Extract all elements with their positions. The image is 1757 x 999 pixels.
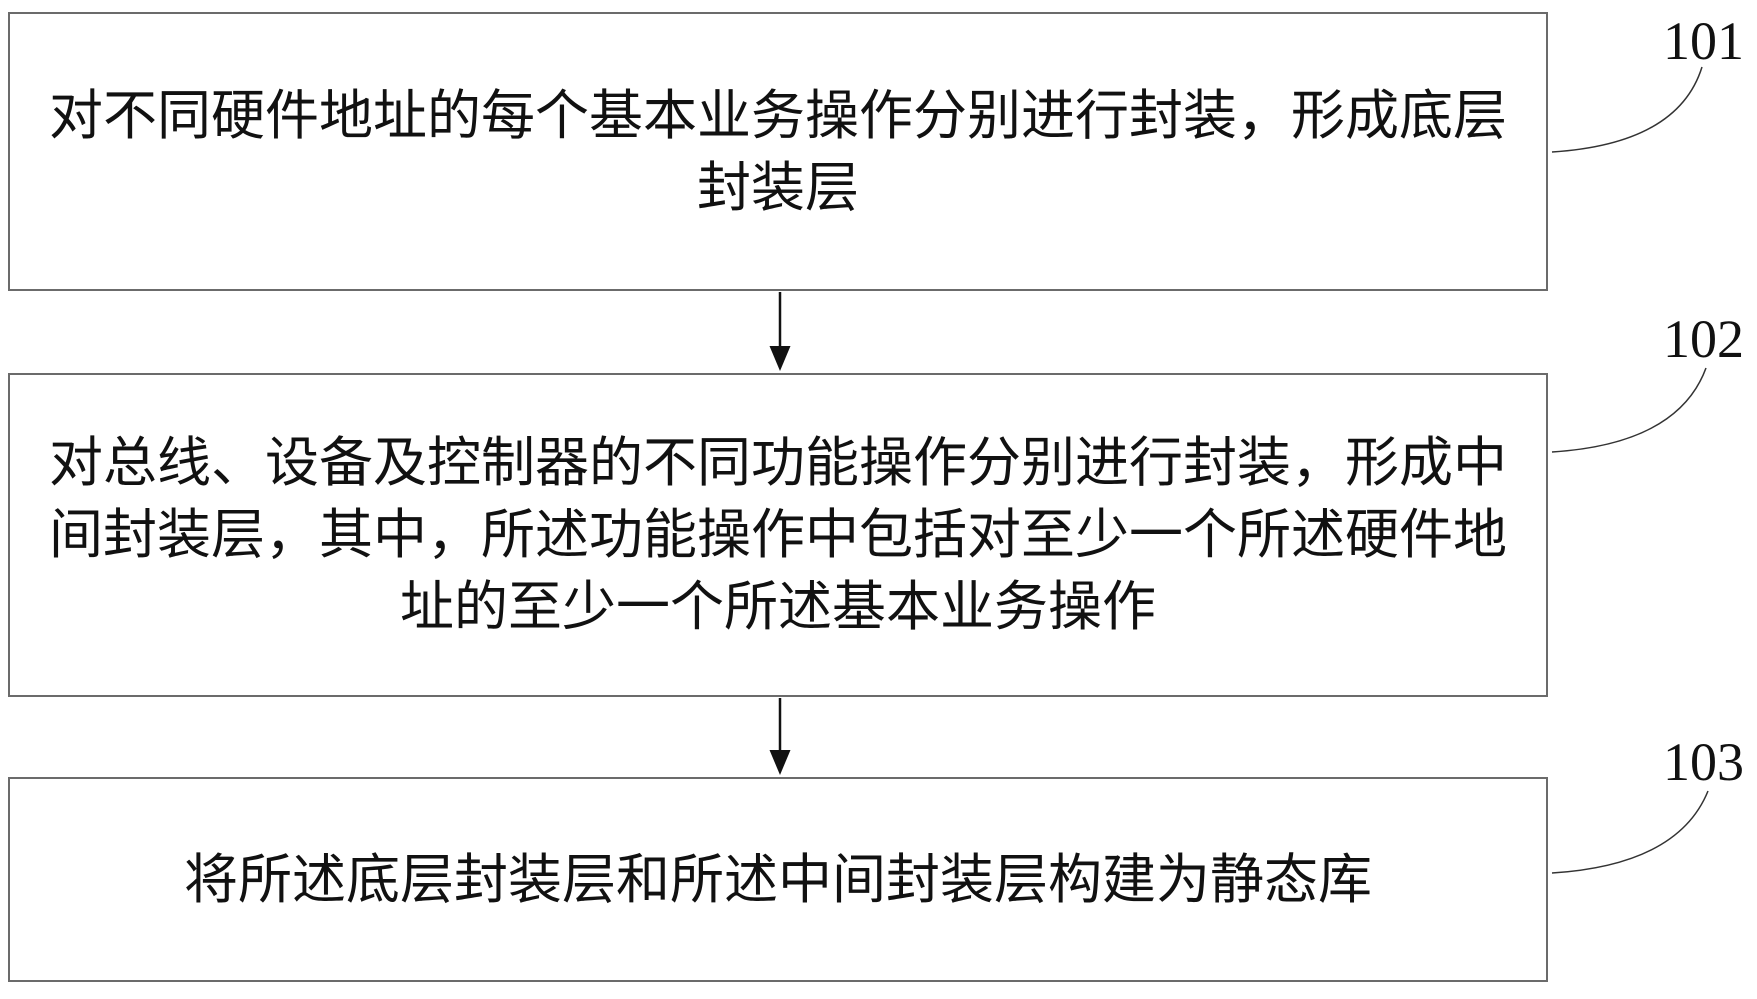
ref-label-103: 103 — [1663, 732, 1744, 792]
step-box-103: 将所述底层封装层和所述中间封装层构建为静态库 — [8, 777, 1548, 982]
step-103-text-line-1: 将所述底层封装层和所述中间封装层构建为静态库 — [184, 847, 1372, 911]
leader-curve-101 — [1551, 66, 1703, 153]
step-box-102: 对总线、设备及控制器的不同功能操作分别进行封装，形成中 间封装层，其中，所述功能… — [8, 373, 1548, 697]
step-102-text-line-1: 对总线、设备及控制器的不同功能操作分别进行封装，形成中 — [49, 431, 1507, 494]
step-101-text-line-1: 对不同硬件地址的每个基本业务操作分别进行封装，形成底层 — [49, 83, 1507, 147]
leader-curve-102 — [1551, 367, 1707, 453]
step-box-101: 对不同硬件地址的每个基本业务操作分别进行封装，形成底层 封装层 — [8, 12, 1548, 291]
down-arrow-icon-2 — [769, 698, 791, 775]
step-101-text-line-2: 封装层 — [697, 155, 859, 219]
down-arrow-icon-1 — [769, 292, 791, 371]
step-102-text-line-2: 间封装层，其中，所述功能操作中包括对至少一个所述硬件地 — [49, 503, 1507, 566]
ref-label-101: 101 — [1663, 11, 1744, 71]
leader-curve-103 — [1551, 790, 1709, 874]
step-102-text-line-3: 址的至少一个所述基本业务操作 — [400, 575, 1156, 638]
ref-label-102: 102 — [1663, 309, 1744, 369]
